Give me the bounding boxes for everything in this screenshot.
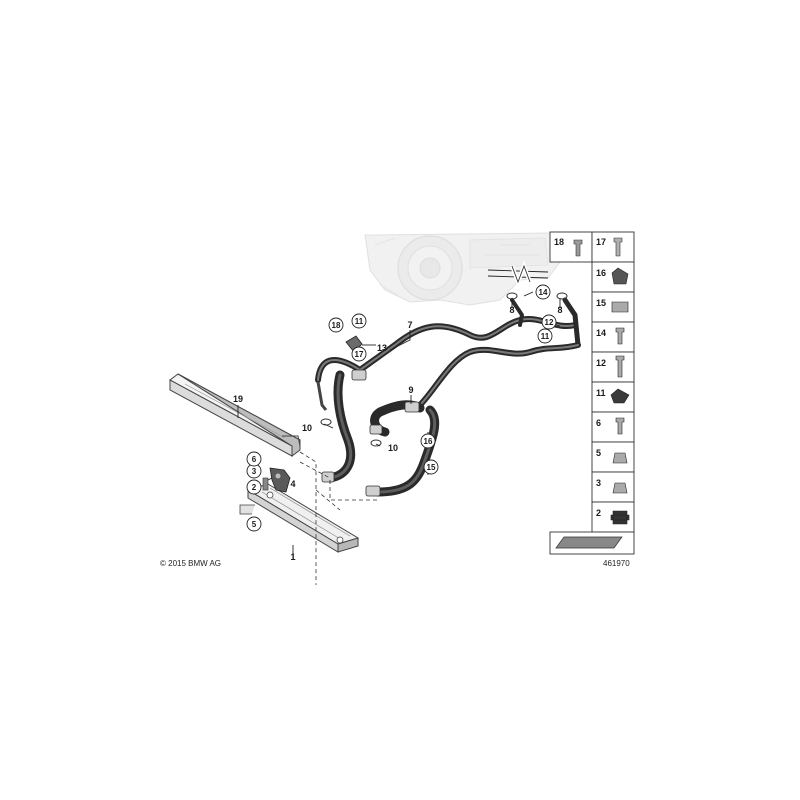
part-number: 18	[554, 237, 564, 247]
callout-c2: 2	[246, 479, 262, 495]
diagram-id: 461970	[603, 559, 630, 568]
callout-c11b: 11	[537, 328, 553, 344]
callout-label: 10	[302, 423, 312, 433]
callout-label: 9	[408, 385, 413, 395]
bolt-icon	[613, 237, 623, 257]
heat-exchanger	[239, 483, 360, 553]
callout-c15: 15	[423, 459, 439, 475]
callout-label: 1	[290, 552, 295, 562]
clip-icon	[611, 267, 629, 285]
callout-label: 6	[252, 455, 257, 464]
callout-label: 12	[545, 318, 554, 327]
oil-cooler	[169, 373, 301, 457]
callout-label: 11	[541, 332, 550, 341]
callout-c5: 5	[246, 516, 262, 532]
nut-icon	[612, 482, 628, 494]
part-number: 3	[596, 478, 601, 488]
callout-c16: 16	[420, 433, 436, 449]
long-bolt-icon	[615, 355, 625, 378]
clip-dark-icon	[610, 388, 630, 404]
copyright-text: © 2015 BMW AG	[160, 559, 221, 568]
callout-label: 11	[355, 317, 364, 326]
callout-c4: 4	[290, 479, 295, 489]
callout-label: 7	[407, 320, 412, 330]
callout-c18: 18	[328, 317, 344, 333]
callout-c11a: 11	[351, 313, 367, 329]
callout-c17: 17	[351, 346, 367, 362]
callout-label: 4	[290, 479, 295, 489]
bolt-icon	[573, 239, 583, 257]
callout-label: 2	[252, 483, 257, 492]
part-number: 15	[596, 298, 606, 308]
break-line	[487, 269, 549, 273]
part-number: 6	[596, 418, 601, 428]
part-number: 16	[596, 268, 606, 278]
part-cell	[591, 231, 635, 263]
callout-c9: 9	[408, 385, 413, 395]
callout-label: 10	[388, 443, 398, 453]
part-cell-3	[591, 471, 635, 503]
callout-c10b: 10	[388, 443, 398, 453]
part-number: 14	[596, 328, 606, 338]
callout-c10a: 10	[302, 423, 312, 433]
callout-c19: 19	[233, 394, 243, 404]
callout-label: 8	[557, 305, 562, 315]
hose-lines	[315, 292, 581, 497]
bolt-icon	[615, 417, 625, 435]
clamp-icon	[611, 301, 629, 313]
direction-arrow-icon	[555, 536, 623, 549]
callout-c6: 6	[246, 451, 262, 467]
transmission-ghost	[364, 232, 561, 306]
callout-label: 8	[509, 305, 514, 315]
part-number: 12	[596, 358, 606, 368]
bracket	[262, 467, 291, 493]
assembly-lines	[299, 451, 380, 585]
callout-label: 18	[332, 321, 341, 330]
callout-label: 13	[377, 343, 387, 353]
callout-label: 16	[424, 437, 433, 446]
callout-c7: 7	[407, 320, 412, 330]
bolt-icon	[615, 327, 625, 345]
part-cell	[549, 231, 593, 263]
callout-c8a: 8	[509, 305, 514, 315]
callout-label: 3	[252, 467, 257, 476]
part-cell-6	[591, 411, 635, 443]
callout-label: 17	[355, 350, 364, 359]
part-number: 2	[596, 508, 601, 518]
callout-c12: 12	[541, 314, 557, 330]
callout-c13: 13	[377, 343, 387, 353]
callout-label: 19	[233, 394, 243, 404]
callout-c8b: 8	[557, 305, 562, 315]
part-number: 11	[596, 388, 606, 398]
part-number: 17	[596, 237, 606, 247]
nut-icon	[612, 452, 628, 464]
callout-c1: 1	[290, 552, 295, 562]
callout-c14: 14	[535, 284, 551, 300]
gear-icon	[610, 510, 630, 525]
callout-label: 14	[539, 288, 548, 297]
parts-table: 18 17 16 15 14 12 11 6 5 3 2	[549, 231, 635, 555]
part-number: 5	[596, 448, 601, 458]
break-zigzag	[511, 264, 531, 284]
callout-label: 15	[427, 463, 436, 472]
callout-label: 5	[252, 520, 257, 529]
part-cell-14	[591, 321, 635, 353]
